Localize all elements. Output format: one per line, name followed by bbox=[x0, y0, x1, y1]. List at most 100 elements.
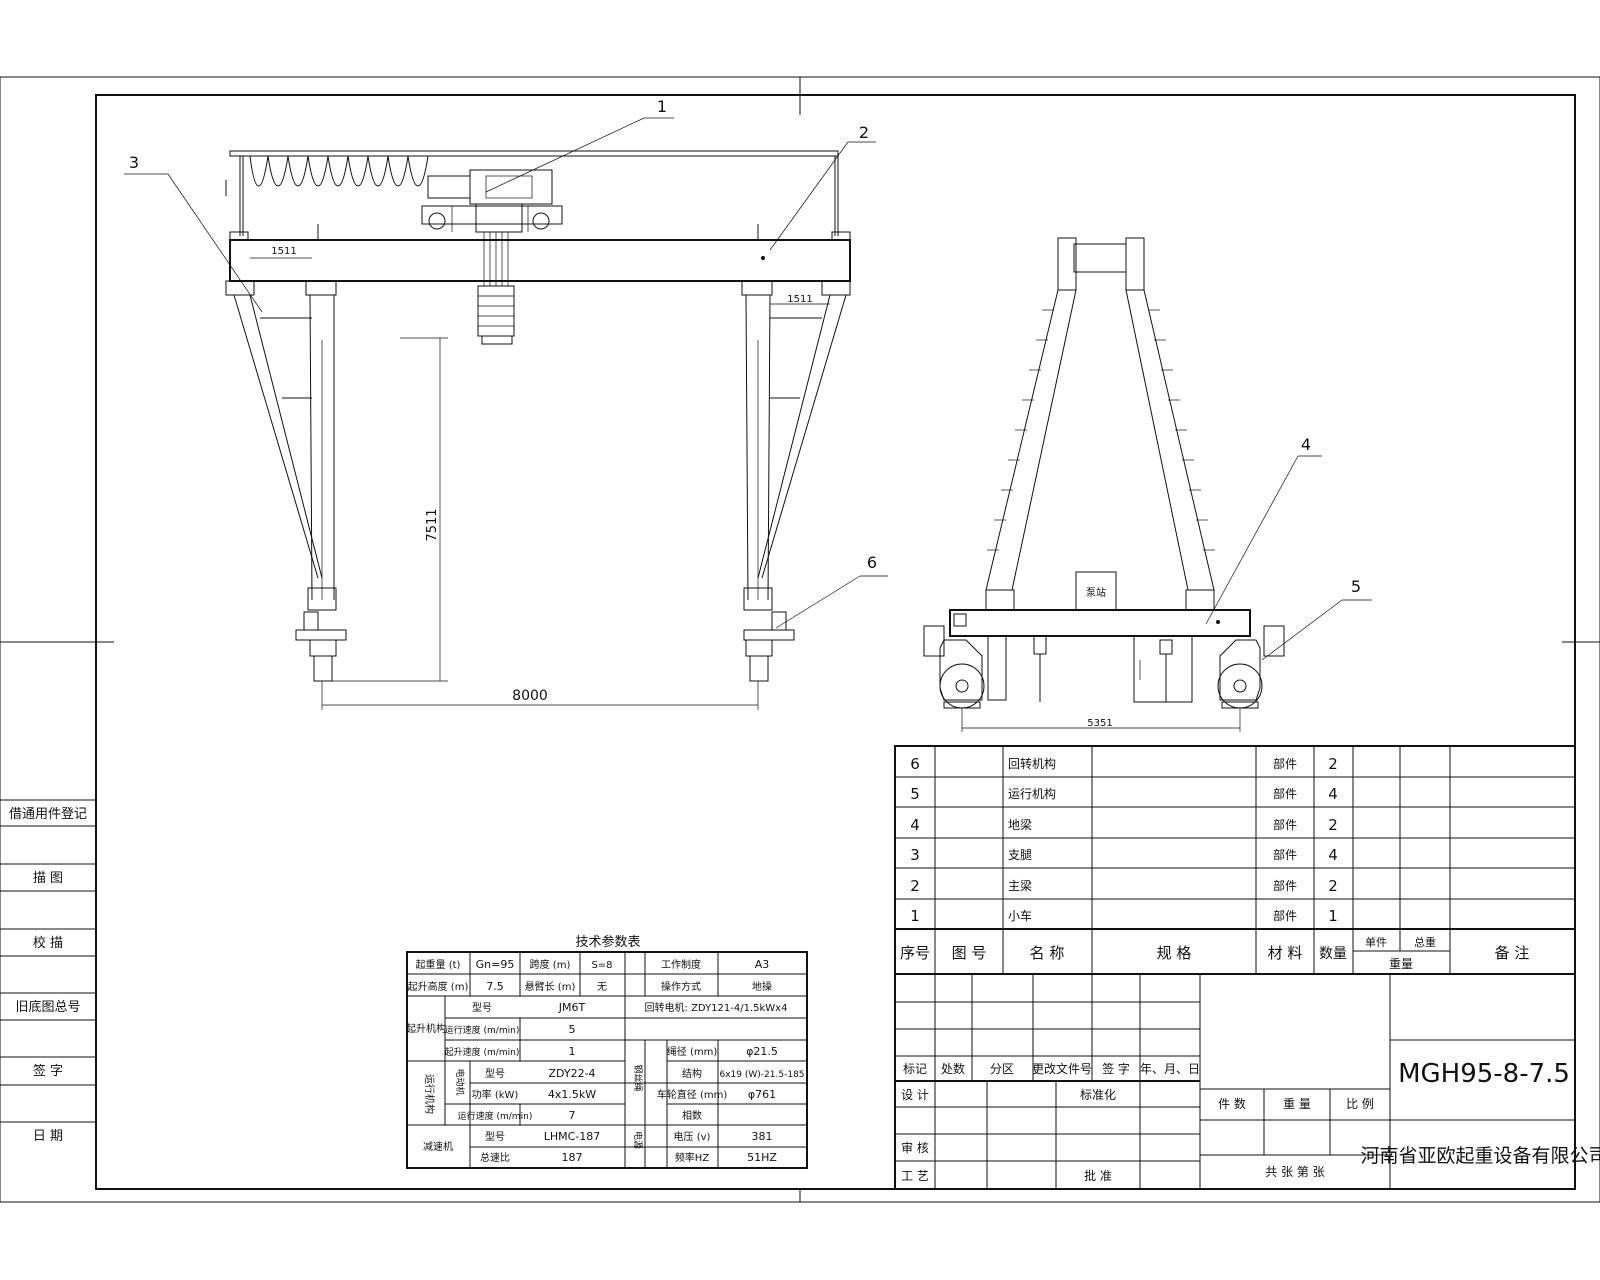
param-hoist-model-label: 型号 bbox=[472, 1001, 492, 1014]
part-row-3-qty: 4 bbox=[1328, 846, 1338, 864]
part-row-4-qty: 2 bbox=[1328, 816, 1338, 834]
title-approve-label: 批 准 bbox=[1084, 1168, 1112, 1183]
side-view: 泵站 5351 bbox=[923, 237, 1372, 732]
tech-params-title: 技术参数表 bbox=[575, 934, 640, 950]
param-rope-struct-label: 结构 bbox=[682, 1067, 702, 1080]
main-girder bbox=[225, 224, 851, 296]
front-dimensions: 8000 7511 1511 1511 bbox=[250, 246, 830, 710]
part-row-4-no: 4 bbox=[910, 816, 920, 834]
left-leg-group bbox=[233, 294, 347, 682]
top-connector bbox=[1073, 243, 1127, 273]
param-power-group: 电源 bbox=[632, 1131, 644, 1149]
outer-border bbox=[0, 76, 1600, 1203]
title-signature-label: 签 字 bbox=[1102, 1061, 1130, 1076]
param-cantilever-value: 无 bbox=[597, 982, 607, 993]
param-hoist-speed-value: 5 bbox=[569, 1023, 576, 1036]
callout-5: 5 bbox=[1351, 577, 1361, 596]
title-pieces-label: 件 数 bbox=[1218, 1096, 1246, 1111]
parts-header-no: 序号 bbox=[900, 944, 930, 962]
param-wheel-dia-label: 车轮直径 (mm) bbox=[657, 1088, 728, 1101]
title-block: 标记 处数 分区 更改文件号 签 字 年、月、日 设 计 标准化 审 核 工 艺… bbox=[894, 973, 1600, 1190]
side-left-bogie bbox=[923, 625, 985, 709]
parts-list: 6 回转机构 部件 2 5 运行机构 部件 4 4 地梁 部件 2 3 支腿 部… bbox=[894, 745, 1576, 975]
title-scale-label: 比 例 bbox=[1346, 1097, 1374, 1111]
param-capacity-label: 起重量 (t) bbox=[416, 958, 461, 971]
callout-2: 2 bbox=[859, 123, 869, 142]
param-travel-group: 运行机构 bbox=[423, 1074, 436, 1114]
dim-leg-right-label: 1511 bbox=[787, 294, 812, 305]
param-reducer-model-value: LHMC-187 bbox=[544, 1130, 601, 1143]
side-registry: 借通用件登记 描 图 校 描 旧底图总号 签 字 日 期 bbox=[0, 799, 96, 1144]
front-view: 8000 7511 1511 1511 1 2 3 6 bbox=[124, 97, 888, 710]
part-row-5-name: 运行机构 bbox=[1008, 786, 1056, 801]
part-row-6-no: 6 bbox=[910, 755, 920, 773]
part-row-3-no: 3 bbox=[910, 846, 920, 864]
title-sheets-label: 共 张 第 张 bbox=[1265, 1165, 1324, 1179]
title-mark-label: 标记 bbox=[903, 1062, 927, 1076]
side-left-leg bbox=[985, 289, 1077, 611]
part-row-6-qty: 2 bbox=[1328, 755, 1338, 773]
callout-3: 3 bbox=[129, 153, 139, 172]
title-count-label: 处数 bbox=[941, 1061, 965, 1076]
title-zone-label: 分区 bbox=[990, 1062, 1014, 1076]
param-phase-label: 相数 bbox=[682, 1109, 702, 1122]
param-duty-label: 工作制度 bbox=[661, 958, 701, 971]
param-hoist-model-value: JM6T bbox=[558, 1001, 586, 1014]
parts-header-total: 总重 bbox=[1414, 935, 1436, 949]
param-reducer-model-label: 型号 bbox=[485, 1130, 505, 1143]
parts-header-spec: 规 格 bbox=[1157, 944, 1192, 962]
part-row-2-name: 主梁 bbox=[1008, 878, 1032, 893]
part-row-4-material: 部件 bbox=[1273, 817, 1297, 832]
dim-lift-label: 7511 bbox=[425, 508, 440, 541]
parts-header-weight: 重量 bbox=[1389, 957, 1413, 971]
company-name: 河南省亚欧起重设备有限公司 bbox=[1360, 1145, 1600, 1167]
title-weight-label: 重 量 bbox=[1283, 1097, 1311, 1111]
part-row-3-name: 支腿 bbox=[1008, 848, 1032, 862]
param-duty-value: A3 bbox=[755, 958, 770, 971]
param-reducer-group: 减速机 bbox=[423, 1140, 453, 1153]
part-row-1-material: 部件 bbox=[1273, 908, 1297, 923]
registry-label-borrow: 借通用件登记 bbox=[9, 807, 87, 822]
param-frequency-label: 频率HZ bbox=[675, 1151, 710, 1164]
trolley bbox=[421, 169, 563, 233]
param-operation-value: 地操 bbox=[752, 980, 772, 993]
param-travel-power-value: 4x1.5kW bbox=[548, 1088, 596, 1101]
param-rope-group: 钢丝绳 bbox=[632, 1064, 644, 1091]
callout-1: 1 bbox=[657, 97, 667, 116]
param-hoist-speed-label: 运行速度 (m/min) bbox=[445, 1024, 520, 1036]
right-leg-group bbox=[743, 294, 847, 682]
part-row-2-qty: 2 bbox=[1328, 877, 1338, 895]
title-process-label: 工 艺 bbox=[901, 1169, 929, 1183]
title-standard-label: 标准化 bbox=[1080, 1088, 1116, 1102]
part-row-5-qty: 4 bbox=[1328, 785, 1338, 803]
param-travel-speed-label: 运行速度 (m/min) bbox=[458, 1110, 533, 1122]
param-operation-label: 操作方式 bbox=[661, 980, 701, 993]
pump-station-label: 泵站 bbox=[1086, 586, 1106, 599]
param-rope-dia-value: φ21.5 bbox=[746, 1045, 778, 1058]
drawing-frame bbox=[0, 76, 1600, 1203]
param-slew-motor: 回转电机: ZDY121-4/1.5kWx4 bbox=[645, 1001, 788, 1014]
param-capacity-value: Gn=95 bbox=[476, 958, 515, 971]
title-date-label: 年、月、日 bbox=[1140, 1062, 1200, 1076]
part-row-2-no: 2 bbox=[910, 877, 920, 895]
registry-label-date: 日 期 bbox=[33, 1129, 63, 1144]
cable-festoon bbox=[249, 155, 429, 187]
part-row-4-name: 地梁 bbox=[1008, 817, 1032, 832]
callout-4: 4 bbox=[1301, 435, 1311, 454]
param-reducer-ratio-label: 总速比 bbox=[480, 1151, 510, 1164]
param-reducer-ratio-value: 187 bbox=[562, 1151, 583, 1164]
registry-label-trace: 描 图 bbox=[33, 871, 63, 886]
parts-header-qty: 数量 bbox=[1319, 946, 1347, 962]
front-callouts: 1 2 3 6 bbox=[124, 97, 888, 629]
inner-border bbox=[95, 94, 1576, 1190]
parts-header-remark: 备 注 bbox=[1495, 944, 1530, 962]
param-rope-struct-value: 6x19 (W)-21.5-185 bbox=[720, 1070, 805, 1080]
param-lift-speed-label: 起升速度 (m/min) bbox=[445, 1046, 520, 1058]
parts-header-name: 名 称 bbox=[1030, 944, 1065, 962]
dim-span-label: 8000 bbox=[512, 688, 548, 704]
param-travel-motor-group: 电动机 bbox=[454, 1068, 466, 1095]
side-right-leg bbox=[1125, 289, 1215, 611]
param-rope-dia-label: 绳径 (mm) bbox=[667, 1045, 718, 1058]
title-change-doc-label: 更改文件号 bbox=[1032, 1061, 1092, 1076]
